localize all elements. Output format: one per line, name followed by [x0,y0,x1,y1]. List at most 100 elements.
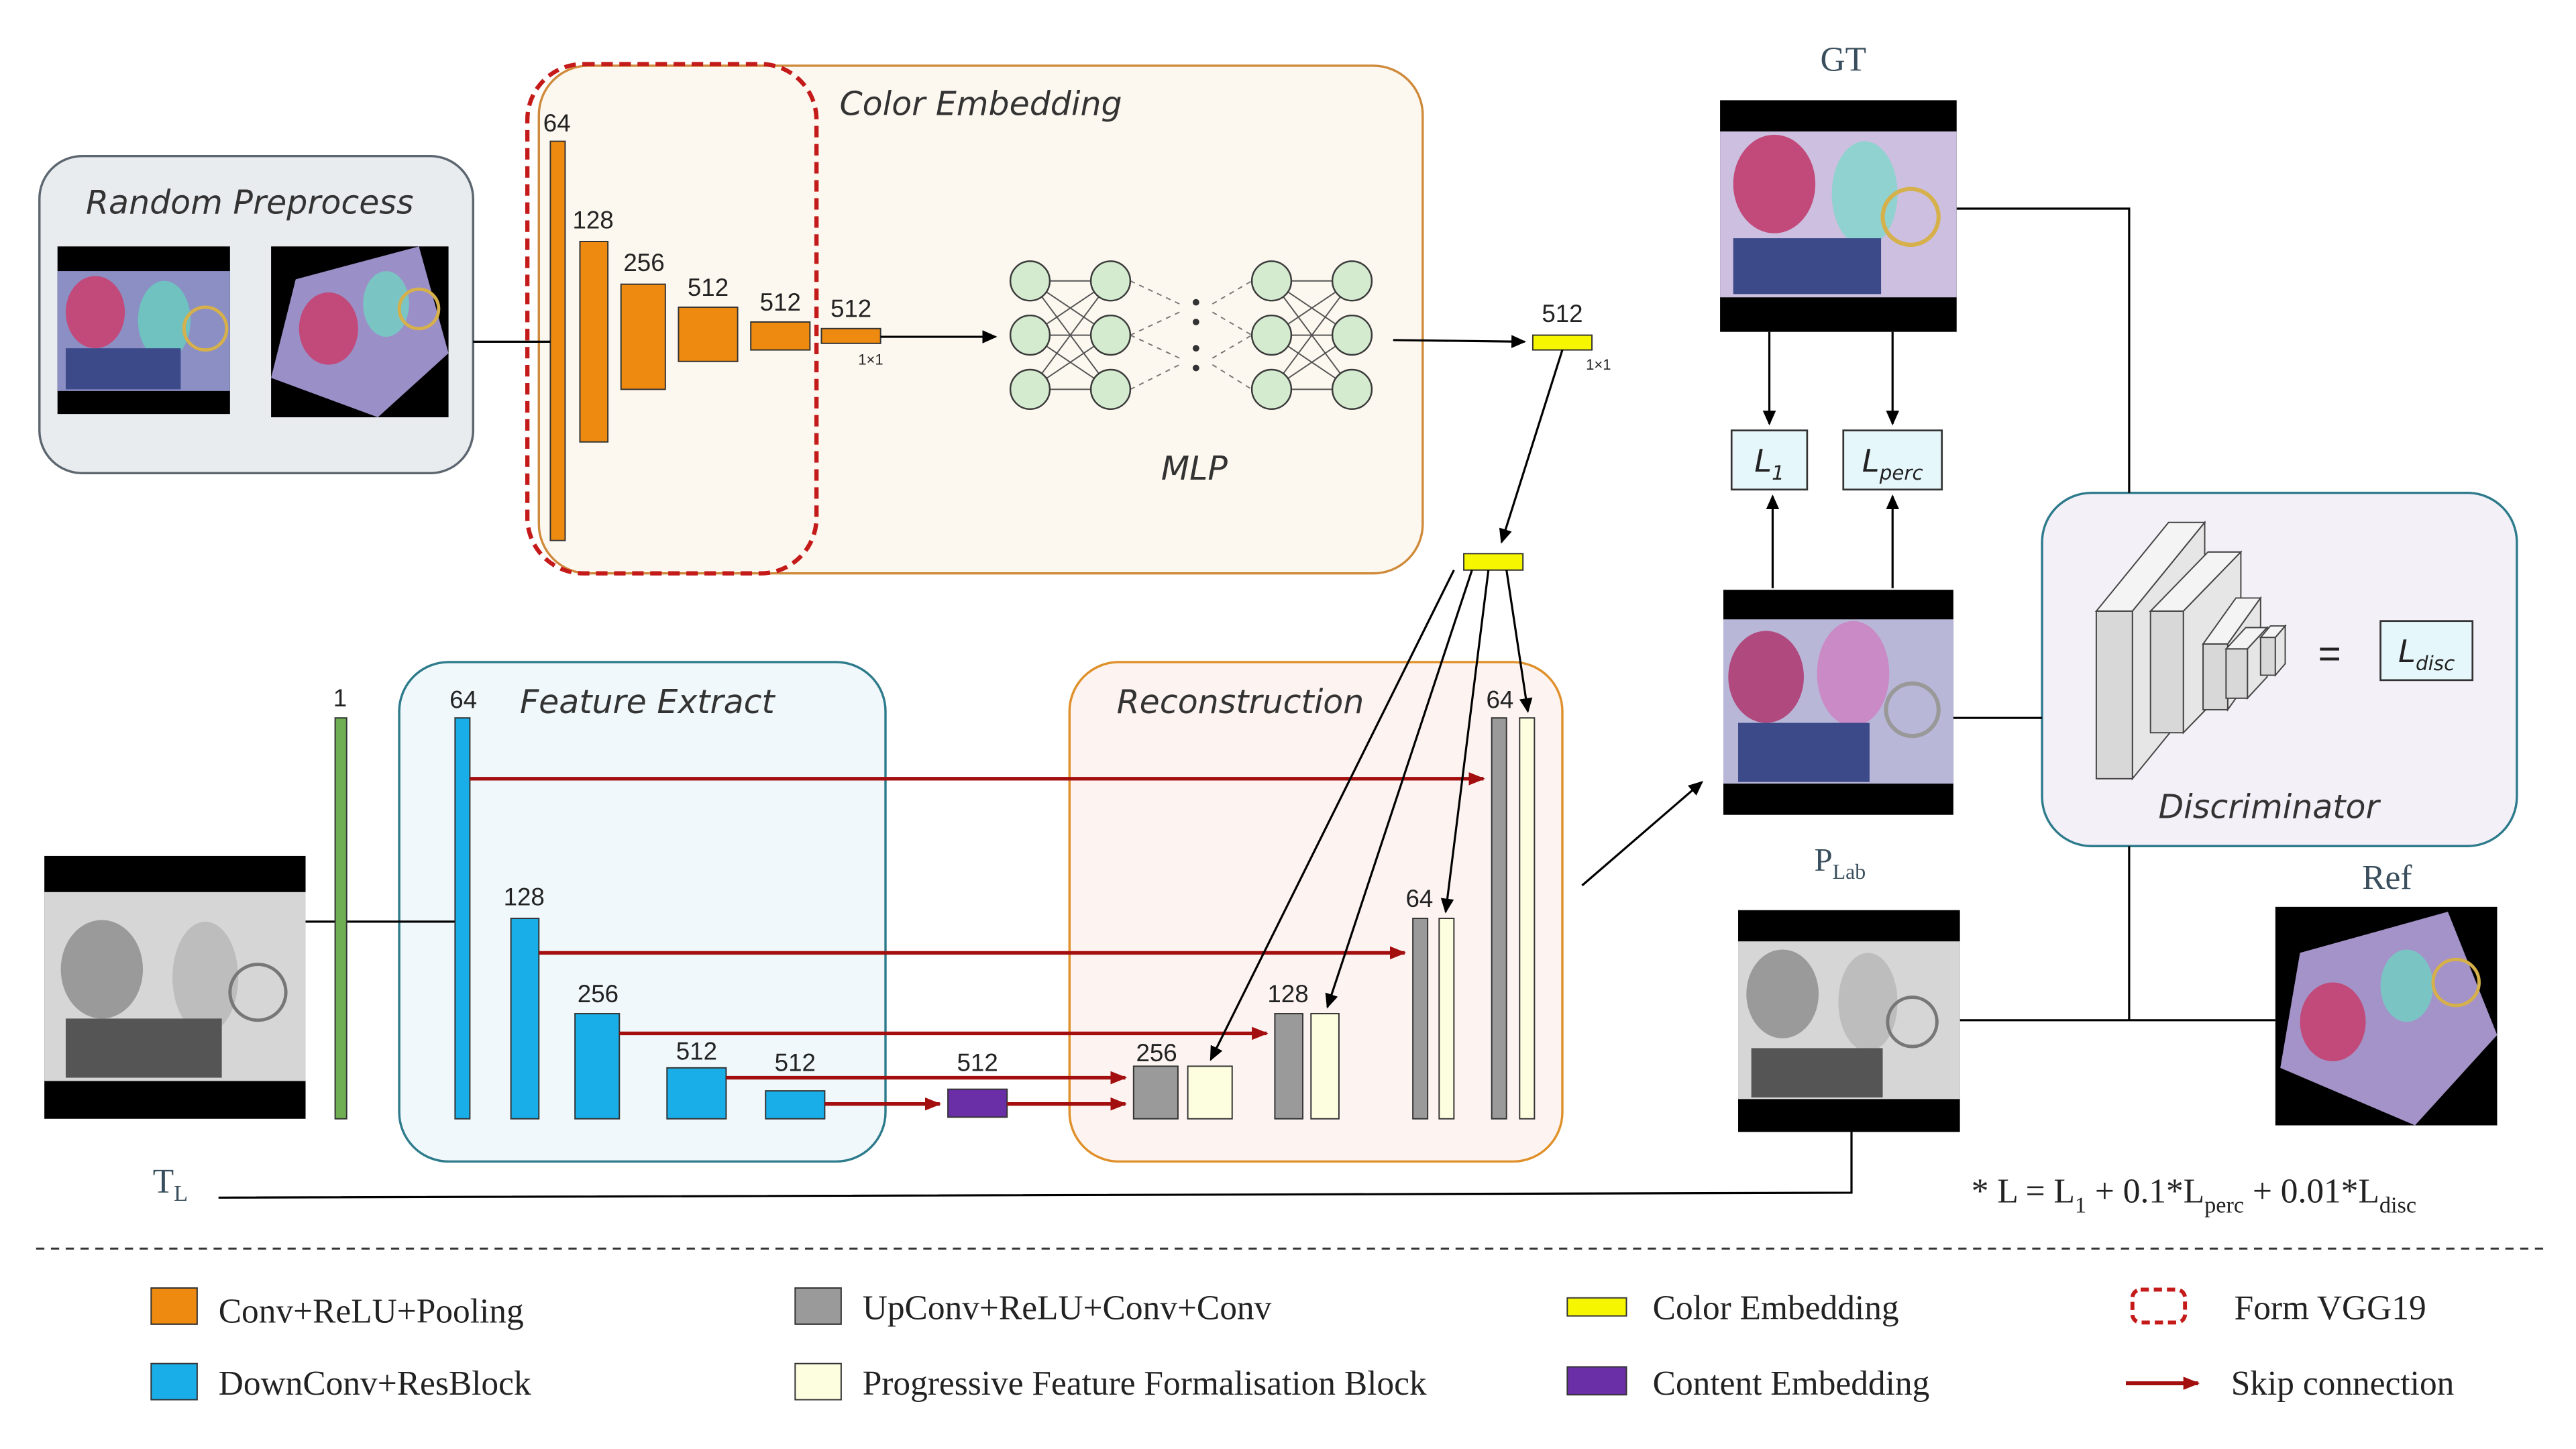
vgg-channel-label: 128 [572,206,613,233]
vgg-layer-1 [549,140,566,541]
encoder-channel-label: 128 [504,883,545,910]
l1-loss-label: L1 [1754,443,1784,484]
input-layer [334,717,347,1120]
discriminator-title: Discriminator [2158,788,2381,826]
equals-sign: = [2318,632,2341,676]
encoder-layer-5 [765,1090,826,1120]
plab-image [1738,910,1960,1132]
encoder-layer-4 [666,1067,727,1120]
decoder-channel-label: 128 [1267,980,1308,1008]
decoder-pffb-2 [1310,1013,1340,1120]
decoder-to-output-arrow [1581,781,1703,887]
gt-image [1720,100,1957,332]
legend-swatch [150,1287,198,1325]
preprocess-image-original [57,246,230,415]
legend: Conv+ReLU+Pooling DownConv+ResBlock UpCo… [150,1287,2455,1403]
mlp-title: MLP [1161,449,1228,488]
reconstruction-title: Reconstruction [1117,683,1364,721]
vgg-size-label: 1×1 [858,352,883,368]
color-embedding-vector-copy [1463,553,1524,571]
encoder-channel-label: 512 [775,1049,816,1077]
decoder-upconv-4 [1491,717,1507,1120]
perceptual-loss-label: Lperc [1862,443,1923,484]
vgg19-frame [525,62,819,576]
embedding-inject-arrow [1325,570,1473,1009]
legend-swatch [2130,1287,2188,1325]
plab-label: PLab [1814,841,1866,883]
l1-loss-box [1730,429,1809,491]
embedding-inject-arrow [1440,570,1490,914]
legend-label: DownConv+ResBlock [219,1364,531,1403]
legend-label: Progressive Feature Formalisation Block [863,1364,1427,1403]
encoder-layer-2 [510,918,540,1120]
decoder-channel-label: 64 [1486,686,1513,714]
encoder-layers [454,717,826,1120]
color-embedding-vector [1532,334,1593,351]
vgg-conv-layers [549,140,881,541]
legend-label: Conv+ReLU+Pooling [219,1292,524,1330]
gt-label: GT [1820,40,1866,78]
preprocess-image-warped [271,246,449,418]
content-embedding-block [947,1088,1008,1118]
ref-image [2275,906,2498,1126]
disc-loss-box [2379,620,2474,682]
vgg-channel-label: 512 [760,288,801,316]
vgg-layer-4 [678,306,739,362]
decoder-upconv-3 [1412,918,1429,1120]
encoder-channel-label: 256 [578,980,619,1008]
legend-label: Content Embedding [1653,1364,1930,1403]
legend-swatch [794,1287,842,1325]
input-channel-label: 1 [333,684,347,712]
grayscale-input-image [44,855,306,1119]
vgg-layer-3 [620,283,666,390]
legend-swatch [1566,1297,1627,1317]
legend-label: Color Embedding [1653,1289,1899,1328]
decoder-channel-label: 64 [1405,885,1433,912]
decoder-channel-label: 256 [1136,1039,1177,1067]
decoder-layers [1132,717,1536,1120]
vgg-layer-5 [750,321,811,351]
encoder-channel-label: 64 [449,686,477,714]
embedding-down-arrow [1499,350,1564,544]
feature-extract-box [398,661,887,1163]
legend-label: Form VGG19 [2235,1289,2426,1328]
decoder-pffb-4 [1519,717,1536,1120]
perceptual-loss-box [1842,429,1943,491]
vgg-layer-2 [579,241,609,443]
encoder-channel-label: 512 [676,1038,717,1065]
legend-swatch [794,1362,842,1401]
legend-swatch [1566,1366,1627,1396]
color-embedding-title: Color Embedding [839,85,1122,123]
legend-label: UpConv+ReLU+Conv+Conv [863,1289,1272,1328]
decoder-pffb-3 [1438,918,1455,1120]
embedding-inject-arrow [1505,570,1533,713]
discriminator-network [2094,521,2287,781]
encoder-layer-3 [574,1013,621,1120]
vgg-channel-label: 64 [543,109,571,137]
decoder-pffb-1 [1187,1065,1233,1120]
gt-to-discriminator-line [1956,207,2131,493]
random-preprocess-title: Random Preprocess [86,183,413,221]
feature-extract-title: Feature Extract [520,683,776,721]
loss-formula: * L = L1 + 0.1*Lperc + 0.01*Ldisc [1972,1173,2416,1218]
mlp-network [1009,260,1373,411]
legend-label: Skip connection [2231,1364,2455,1403]
predicted-output-image [1723,590,1953,815]
content-embedding-label: 512 [957,1049,998,1077]
vgg-channel-label: 512 [688,274,729,301]
vgg-channel-label: 256 [623,249,664,276]
ref-label: Ref [2362,859,2412,897]
vgg-layer-6 [820,327,881,344]
vgg-channel-label: 512 [830,295,871,323]
legend-swatch [150,1362,198,1401]
decoder-upconv-2 [1274,1013,1304,1120]
disc-loss-label: Ldisc [2398,633,2455,675]
encoder-layer-1 [454,717,471,1120]
tl-to-plab-line [218,1132,1853,1199]
color-embedding-dim-label: 512 [1542,300,1582,327]
embedding-inject-arrow [1210,570,1455,1061]
color-embedding-box [537,64,1424,575]
color-embedding-size-label: 1×1 [1586,356,1611,373]
